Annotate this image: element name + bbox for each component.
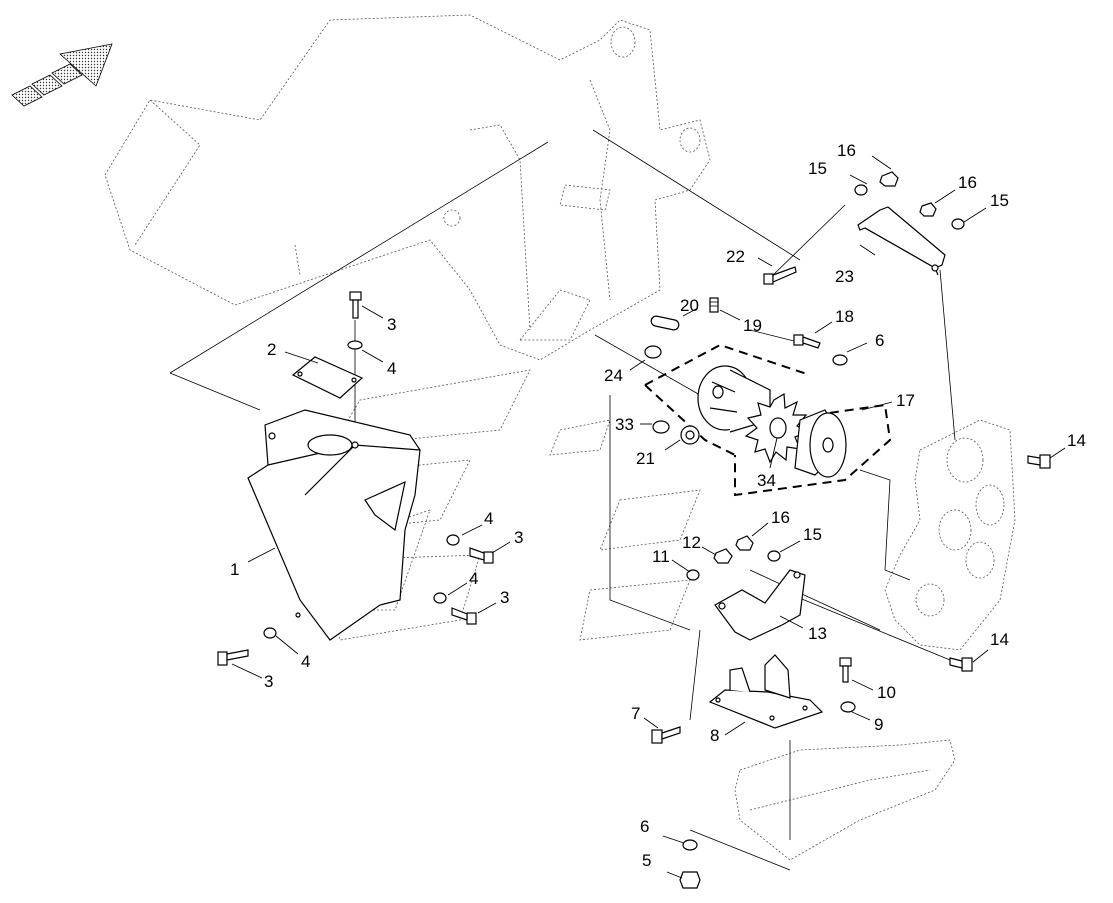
- callout-labels: 1 2 3 3 3 3 4 4 4 4 5 6 6 7 8 9 10 11 12…: [230, 141, 1086, 870]
- callout-1: 1: [230, 560, 239, 579]
- callout-7: 7: [631, 704, 640, 723]
- callout-3: 3: [514, 528, 523, 547]
- callout-10: 10: [877, 683, 896, 702]
- bolt-part-22: [763, 266, 797, 285]
- callout-5: 5: [642, 851, 651, 870]
- callout-4: 4: [387, 359, 396, 378]
- callout-16: 16: [958, 173, 977, 192]
- bolt-part-3-mid2: [451, 607, 477, 625]
- callout-14: 14: [990, 630, 1009, 649]
- callout-11: 11: [652, 547, 670, 566]
- mounting-plate-part-8: [708, 654, 824, 729]
- coupling-hub-right: [794, 409, 847, 478]
- bolt-part-3-top: [349, 291, 362, 319]
- leader-lines: [231, 155, 1066, 879]
- callout-15: 15: [990, 191, 1009, 210]
- nut-part-5: [679, 871, 701, 889]
- key-part-20: [650, 315, 680, 331]
- washers-and-nuts: [263, 171, 965, 851]
- callout-12: 12: [682, 533, 701, 552]
- callout-3: 3: [500, 588, 509, 607]
- callout-33: 33: [615, 415, 634, 434]
- direction-arrow-icon: [11, 43, 113, 107]
- callout-6: 6: [875, 331, 884, 350]
- bolt-part-14-low: [949, 657, 973, 672]
- cover-plate-part-2: [291, 356, 364, 399]
- callout-16: 16: [837, 141, 856, 160]
- callout-4: 4: [484, 509, 493, 528]
- callout-13: 13: [808, 624, 827, 643]
- callout-23: 23: [835, 267, 854, 286]
- bolt-part-18: [793, 334, 821, 349]
- callout-8: 8: [710, 726, 719, 745]
- callout-15: 15: [803, 525, 822, 544]
- callout-21: 21: [636, 449, 655, 468]
- bolt-part-14-top: [1027, 454, 1051, 469]
- callout-22: 22: [726, 247, 745, 266]
- bolt-part-3-low: [217, 649, 249, 666]
- grease-fitting-part-19: [709, 297, 719, 313]
- machine-frame-background: [104, 14, 711, 361]
- callout-24: 24: [604, 366, 623, 385]
- lower-beam-background: [734, 739, 956, 861]
- callout-16: 16: [771, 508, 790, 527]
- callout-6: 6: [640, 817, 649, 836]
- callout-4: 4: [469, 569, 478, 588]
- bolts: [217, 266, 1051, 889]
- callout-9: 9: [874, 715, 883, 734]
- callout-15: 15: [808, 159, 827, 178]
- shield-part-1: [247, 409, 421, 641]
- bolt-part-7: [651, 726, 681, 744]
- bolt-part-3-mid1: [469, 547, 494, 564]
- bracket-part-13: [714, 569, 806, 641]
- callout-4: 4: [301, 652, 310, 671]
- coupling-spider-part-34: [744, 392, 810, 464]
- bolt-part-10: [839, 657, 852, 683]
- callout-19: 19: [743, 316, 762, 335]
- callout-18: 18: [835, 307, 854, 326]
- bracket-part-23: [857, 206, 946, 276]
- callout-14: 14: [1067, 431, 1086, 450]
- coupling-dashed-frame: [644, 343, 892, 497]
- gearbox-housing-background: [884, 419, 1016, 651]
- callout-3: 3: [387, 315, 396, 334]
- callout-3: 3: [264, 672, 273, 691]
- callout-17: 17: [896, 391, 915, 410]
- coupling-hub-left: [697, 365, 771, 433]
- callout-2: 2: [267, 340, 276, 359]
- callout-34: 34: [757, 471, 776, 490]
- callout-20: 20: [680, 296, 699, 315]
